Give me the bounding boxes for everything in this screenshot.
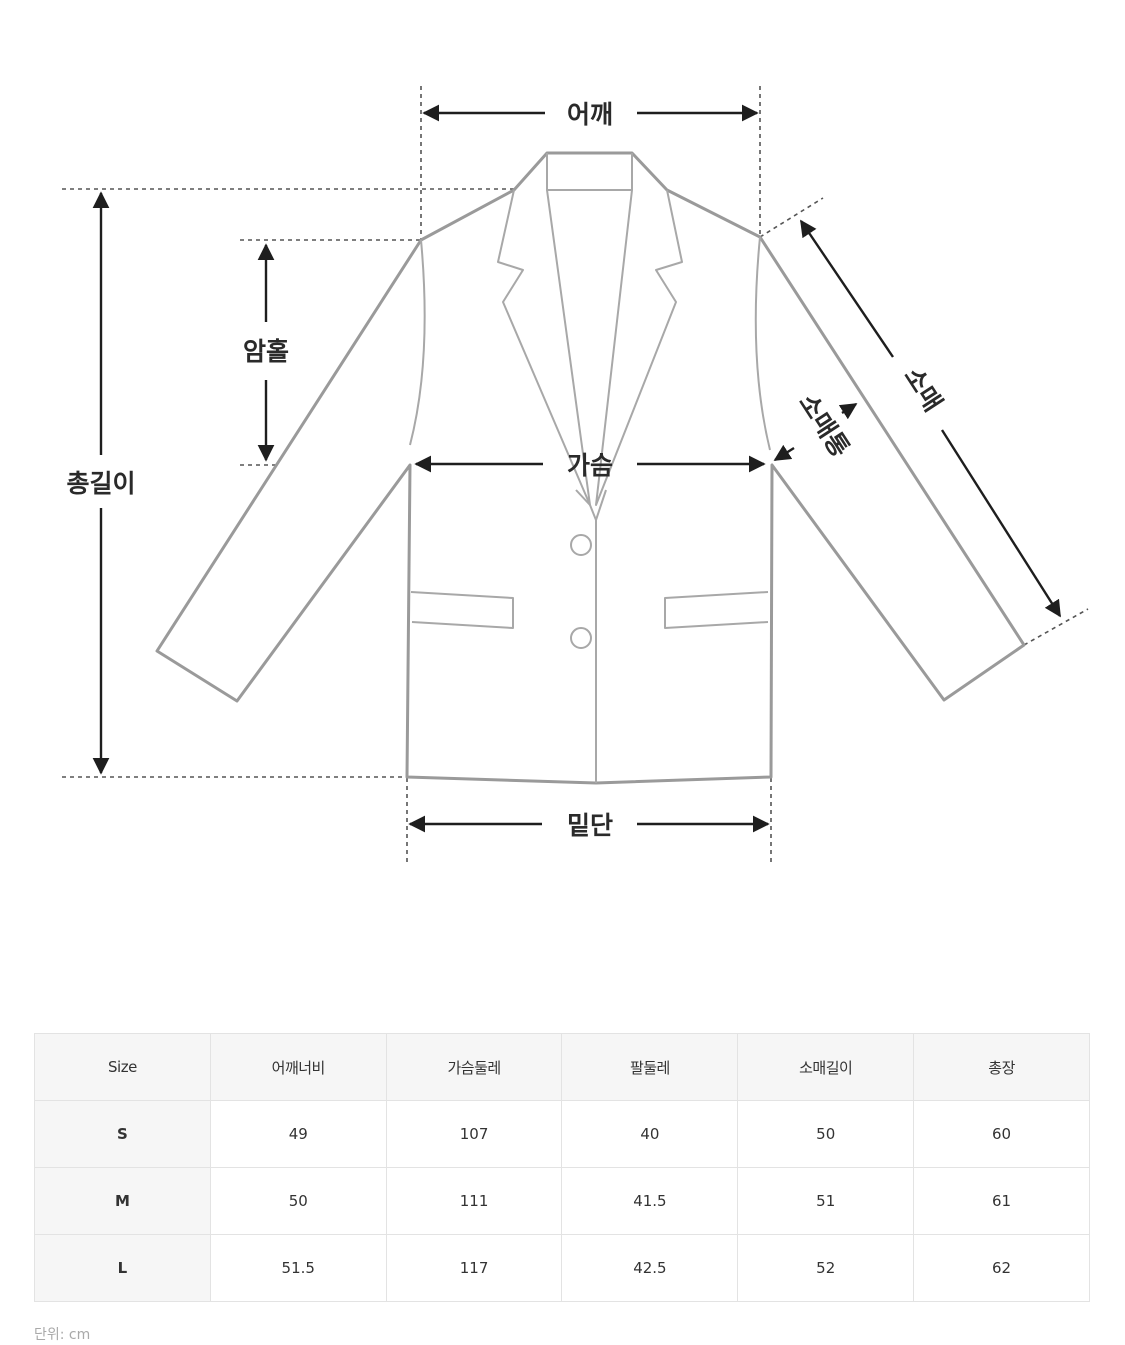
table-cell: 41.5: [561, 1167, 739, 1235]
table-cell: 50: [209, 1167, 387, 1235]
header-size: Size: [34, 1033, 211, 1101]
table-cell: 61: [913, 1167, 1090, 1235]
size-cell: M: [34, 1167, 211, 1235]
sleeve-label: 소매: [898, 362, 947, 416]
guide-lines: [62, 86, 1089, 862]
shoulder-label: 어깨: [567, 100, 613, 129]
total-length-label: 총길이: [66, 469, 135, 498]
armhole-label: 암홀: [243, 337, 289, 366]
measurement-arrows: [92, 104, 1062, 833]
hem-label: 밑단: [567, 811, 613, 840]
table-cell: 42.5: [561, 1234, 739, 1302]
table-cell: 117: [385, 1234, 563, 1302]
table-cell: 50: [737, 1100, 915, 1168]
chest-label: 가슴: [567, 451, 613, 480]
size-cell: S: [34, 1100, 211, 1168]
header-sleeve-length: 소매길이: [737, 1033, 915, 1101]
header-chest-circumference: 가슴둘레: [385, 1033, 563, 1101]
jacket-measurement-diagram: 어깨 총길이 암홀 가슴 밑단 소매 소매통: [62, 86, 1089, 862]
table-cell: 49: [209, 1100, 387, 1168]
size-table: Size 어깨너비 가슴둘레 팔둘레 소매길이 총장 S 49 107 40 5…: [34, 1033, 1090, 1302]
header-total-length: 총장: [913, 1033, 1090, 1101]
table-cell: 51: [737, 1167, 915, 1235]
table-cell: 60: [913, 1100, 1090, 1168]
table-row: M 50 111 41.5 51 61: [34, 1167, 1090, 1235]
table-cell: 51.5: [209, 1234, 387, 1302]
table-row: L 51.5 117 42.5 52 62: [34, 1234, 1090, 1302]
table-row: S 49 107 40 50 60: [34, 1100, 1090, 1168]
table-header-row: Size 어깨너비 가슴둘레 팔둘레 소매길이 총장: [34, 1033, 1090, 1101]
header-arm-circumference: 팔둘레: [561, 1033, 739, 1101]
header-shoulder-width: 어깨너비: [209, 1033, 387, 1101]
table-cell: 107: [385, 1100, 563, 1168]
size-cell: L: [34, 1234, 211, 1302]
table-cell: 40: [561, 1100, 739, 1168]
table-cell: 52: [737, 1234, 915, 1302]
jacket-outline: [155, 151, 1026, 785]
table-cell: 111: [385, 1167, 563, 1235]
table-cell: 62: [913, 1234, 1090, 1302]
unit-note: 단위: cm: [34, 1327, 91, 1343]
